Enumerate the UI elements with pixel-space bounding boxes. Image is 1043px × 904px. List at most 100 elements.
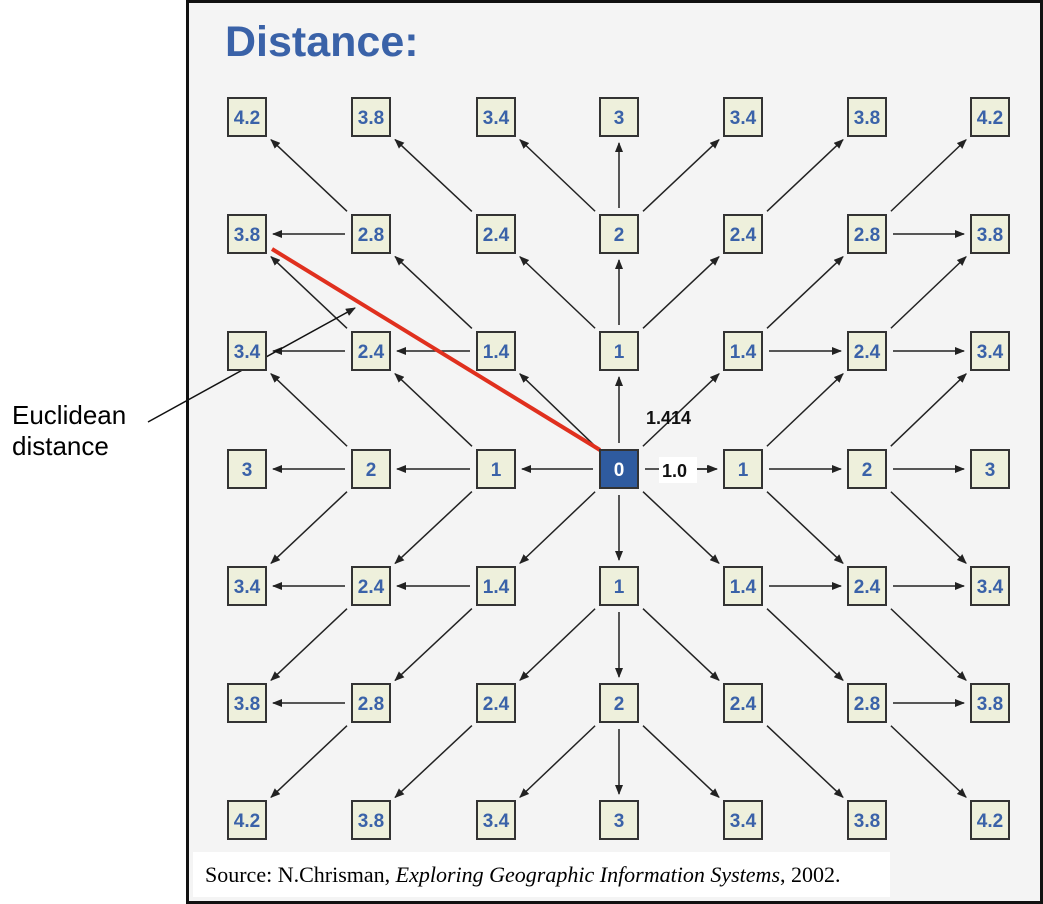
cell-value: 2.8 (854, 225, 880, 246)
orthogonal-distance-label: 1.0 (662, 461, 687, 481)
distance-arrow (394, 608, 473, 682)
cell-value: 2.8 (358, 694, 384, 715)
grid-cell (847, 449, 887, 489)
grid-cell (723, 97, 763, 137)
grid-cell (227, 449, 267, 489)
distance-arrow (890, 373, 967, 447)
cell-value: 3.4 (977, 342, 1004, 363)
source-caption: Source: N.Chrisman, Exploring Geographic… (193, 852, 890, 897)
cell-value: 3.4 (483, 108, 510, 129)
cell-value: 3.4 (234, 577, 261, 598)
distance-arrow (642, 255, 720, 329)
grid-cell (970, 449, 1010, 489)
cell-value: 3.8 (358, 811, 384, 832)
euclidean-distance-label: Euclidean distance (12, 400, 126, 462)
cell-value: 1 (614, 342, 625, 363)
grid-cell (723, 331, 763, 371)
grid-cell (227, 800, 267, 840)
diagram-title: Distance: (225, 18, 419, 66)
grid-cell (847, 97, 887, 137)
grid-cell (970, 214, 1010, 254)
cell-value: 2 (614, 694, 625, 715)
grid-cell (970, 331, 1010, 371)
distance-arrow (394, 255, 473, 329)
distance-arrow (270, 255, 348, 329)
cell-value: 2.4 (358, 577, 385, 598)
grid-cell (227, 683, 267, 723)
orthogonal-label-background (659, 457, 697, 483)
cell-value: 3.4 (730, 811, 757, 832)
source-prefix: Source: N.Chrisman, (205, 862, 396, 887)
grid-cell (351, 800, 391, 840)
cell-value: 3.8 (854, 108, 880, 129)
grid-cell (847, 331, 887, 371)
distance-arrow (519, 256, 596, 329)
distance-arrow (890, 491, 967, 564)
cell-value: 1.4 (483, 342, 510, 363)
distance-arrow (394, 372, 473, 447)
cell-value: 2 (614, 225, 625, 246)
distance-arrow (394, 138, 473, 212)
cell-value: 3 (242, 460, 253, 481)
cell-value: 1.4 (730, 577, 757, 598)
grid-cell (599, 800, 639, 840)
distance-arrow (890, 725, 967, 798)
grid-cell (351, 97, 391, 137)
source-book-title: Exploring Geographic Information Systems (395, 862, 781, 887)
cell-value: 2.4 (854, 577, 881, 598)
distance-arrow (642, 373, 720, 447)
grid-cell (847, 683, 887, 723)
distance-arrow (270, 608, 348, 682)
cell-value: 1.4 (730, 342, 757, 363)
distance-arrow (519, 373, 596, 447)
cell-value: 2.4 (730, 225, 757, 246)
distance-arrow (642, 725, 720, 799)
grid-cell (723, 214, 763, 254)
grid-cell (599, 97, 639, 137)
distance-arrow (642, 608, 720, 682)
cell-value: 0 (614, 460, 625, 481)
grid-cell (476, 214, 516, 254)
cell-value: 2.4 (730, 694, 757, 715)
cell-value: 1 (738, 460, 749, 481)
euclidean-label-line1: Euclidean (12, 400, 127, 430)
cell-value: 3.4 (977, 577, 1004, 598)
cell-value: 3 (985, 460, 996, 481)
source-suffix: , 2002. (780, 862, 841, 887)
cell-value: 3.8 (234, 694, 260, 715)
distance-arrow (766, 725, 844, 799)
cell-value: 3.4 (234, 342, 261, 363)
grid-cell (847, 566, 887, 606)
cell-value: 3 (614, 108, 625, 129)
cell-value: 3 (614, 811, 625, 832)
euclidean-label-line2: distance (12, 431, 109, 461)
cell-value: 3.8 (854, 811, 880, 832)
grid-cell (227, 331, 267, 371)
cell-value: 3.8 (358, 108, 384, 129)
grid-cell (351, 683, 391, 723)
cell-value: 2.4 (854, 342, 881, 363)
cell-value: 3.4 (730, 108, 757, 129)
grid-cell (351, 566, 391, 606)
distance-arrow (519, 608, 596, 681)
distance-arrow (642, 491, 720, 565)
cell-value: 2 (862, 460, 873, 481)
grid-cell (970, 683, 1010, 723)
grid-cell (970, 97, 1010, 137)
cell-value: 1 (614, 577, 625, 598)
cell-value: 4.2 (234, 811, 260, 832)
distance-arrow (270, 373, 348, 447)
grid-cell (476, 97, 516, 137)
origin-cell (599, 449, 639, 489)
distance-arrow (766, 491, 844, 565)
grid-cell (476, 800, 516, 840)
grid-cell (599, 566, 639, 606)
cell-value: 1.4 (483, 577, 510, 598)
grid-cell (227, 566, 267, 606)
distance-arrow (270, 491, 348, 565)
distance-arrow (519, 725, 596, 798)
distance-arrow (890, 608, 967, 681)
distance-arrow (394, 491, 473, 565)
grid-cell (723, 683, 763, 723)
grid-cell (476, 566, 516, 606)
